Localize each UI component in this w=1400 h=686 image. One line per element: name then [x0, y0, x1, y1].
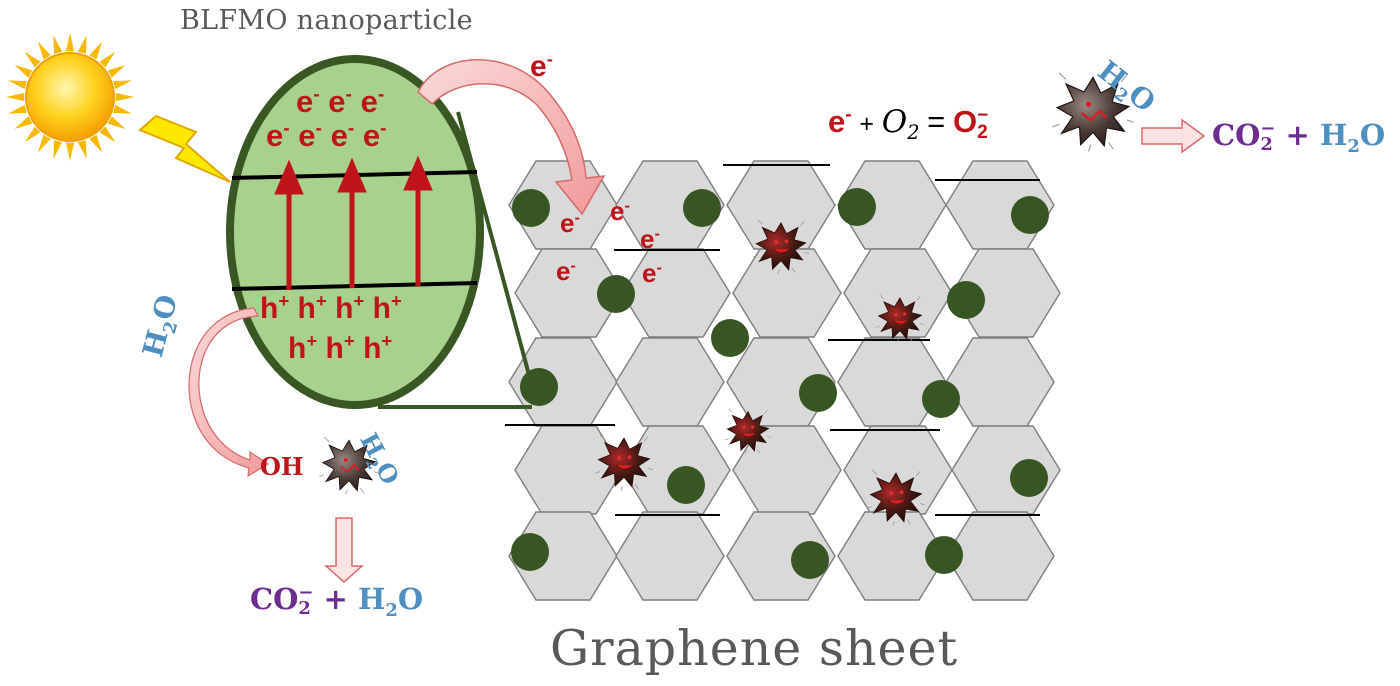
sun-ray — [8, 80, 27, 90]
sun-ray — [24, 51, 41, 68]
sun-ray — [113, 104, 132, 114]
graphene-dot — [512, 189, 550, 227]
graphene-dot — [838, 188, 876, 226]
sun-ray — [89, 41, 102, 60]
graphene-hexagon — [951, 248, 1061, 338]
sun-ray — [77, 35, 87, 54]
sun-ray — [24, 126, 41, 143]
graphene-dot — [597, 275, 635, 313]
sun-ray — [65, 142, 75, 161]
graphene-dot — [683, 189, 721, 227]
electron-row-top: e- e- e- — [296, 84, 384, 120]
hole-label: h+ — [297, 290, 327, 325]
sun-ray — [14, 65, 33, 78]
sun-ray — [77, 140, 87, 159]
sun-ray — [115, 92, 134, 102]
electron-label: e- — [296, 84, 320, 119]
sheet-electron-label: e- — [610, 196, 630, 226]
graphene-dot — [947, 281, 985, 319]
sun-ray — [89, 134, 102, 153]
sheet-electron-label: e- — [642, 258, 662, 288]
electron-transfer-arrow — [417, 59, 606, 216]
sheet-electron-label: e- — [556, 256, 576, 286]
electron-row-bottom: e- e- e- e- — [266, 118, 387, 154]
sun-ray — [65, 33, 75, 52]
sun-ray — [53, 35, 63, 54]
graphene-dot — [511, 533, 549, 571]
graphene-dot — [925, 536, 963, 574]
superoxide-right-arrow — [1141, 118, 1206, 154]
electron-label: e- — [298, 118, 322, 153]
sun-icon — [6, 33, 134, 161]
sun-ray — [107, 65, 126, 78]
graphene-hexagon — [726, 160, 836, 250]
hole-label: h+ — [363, 330, 393, 365]
electron-label: e- — [362, 118, 387, 153]
sun-ray — [99, 126, 116, 143]
sun-ray — [113, 80, 132, 90]
sun-ray — [38, 134, 51, 153]
hole-label: h+ — [372, 290, 402, 325]
sun-ray — [8, 104, 27, 114]
transferred-electron-label: e- — [530, 48, 553, 83]
hole-label: h+ — [335, 290, 365, 325]
graphene-dots — [511, 188, 1049, 579]
hole-label: h+ — [288, 330, 318, 365]
hole-row-bottom: h+ h+ h+ — [288, 330, 393, 366]
sheet-electron-label: e- — [560, 208, 580, 238]
hydroxyl-products: CO−2 + H2O — [250, 581, 424, 621]
graphene-dot — [1010, 459, 1048, 497]
graphene-hexagon — [621, 248, 731, 338]
graphene-dot — [922, 380, 960, 418]
sun-ray — [99, 51, 116, 68]
graphene-hexagon — [945, 337, 1055, 427]
hole-label: h+ — [260, 290, 290, 325]
sun-ray — [53, 140, 63, 159]
graphene-hex-grid — [508, 160, 1061, 601]
graphene-row-lines — [505, 164, 1040, 516]
graphene-hexagon — [732, 248, 842, 338]
electron-label: e- — [328, 84, 352, 119]
excitation-arrows — [274, 155, 433, 290]
blfmo-particle — [226, 55, 484, 409]
oxygen-reduction-equation: e- + O2 = O−2 — [828, 104, 989, 145]
graphene-hexagon — [615, 337, 725, 427]
lightning-icon — [138, 114, 231, 183]
sheet-electron-label: e- — [640, 224, 660, 254]
hydroxyl-down-arrow — [324, 517, 364, 584]
nanoparticle-title: BLFMO nanoparticle — [180, 5, 473, 36]
graphene-hexagon — [945, 511, 1055, 601]
hole-label: h+ — [325, 330, 355, 365]
electron-label: e- — [330, 118, 355, 153]
electron-label: e- — [266, 118, 290, 153]
graphene-dot — [667, 466, 705, 504]
sun-ray — [38, 41, 51, 60]
water-to-hydroxyl-arrow — [188, 307, 270, 478]
graphene-dot — [520, 368, 558, 406]
graphene-hexagon — [615, 511, 725, 601]
graphene-dot — [799, 374, 837, 412]
graphene-dot — [791, 541, 829, 579]
hydroxyl-label: OH — [260, 452, 304, 481]
graphene-sheet-title: Graphene sheet — [550, 620, 959, 677]
sun-ray — [107, 116, 126, 129]
superoxide-products: CO−2 + H2O — [1212, 117, 1386, 157]
graphene-dot — [1011, 196, 1049, 234]
sun-ray — [6, 92, 25, 102]
electron-label: e- — [360, 84, 385, 119]
sun-ray — [14, 116, 33, 129]
hole-row-top: h+ h+ h+ h+ — [260, 290, 402, 326]
graphene-dot — [711, 319, 749, 357]
